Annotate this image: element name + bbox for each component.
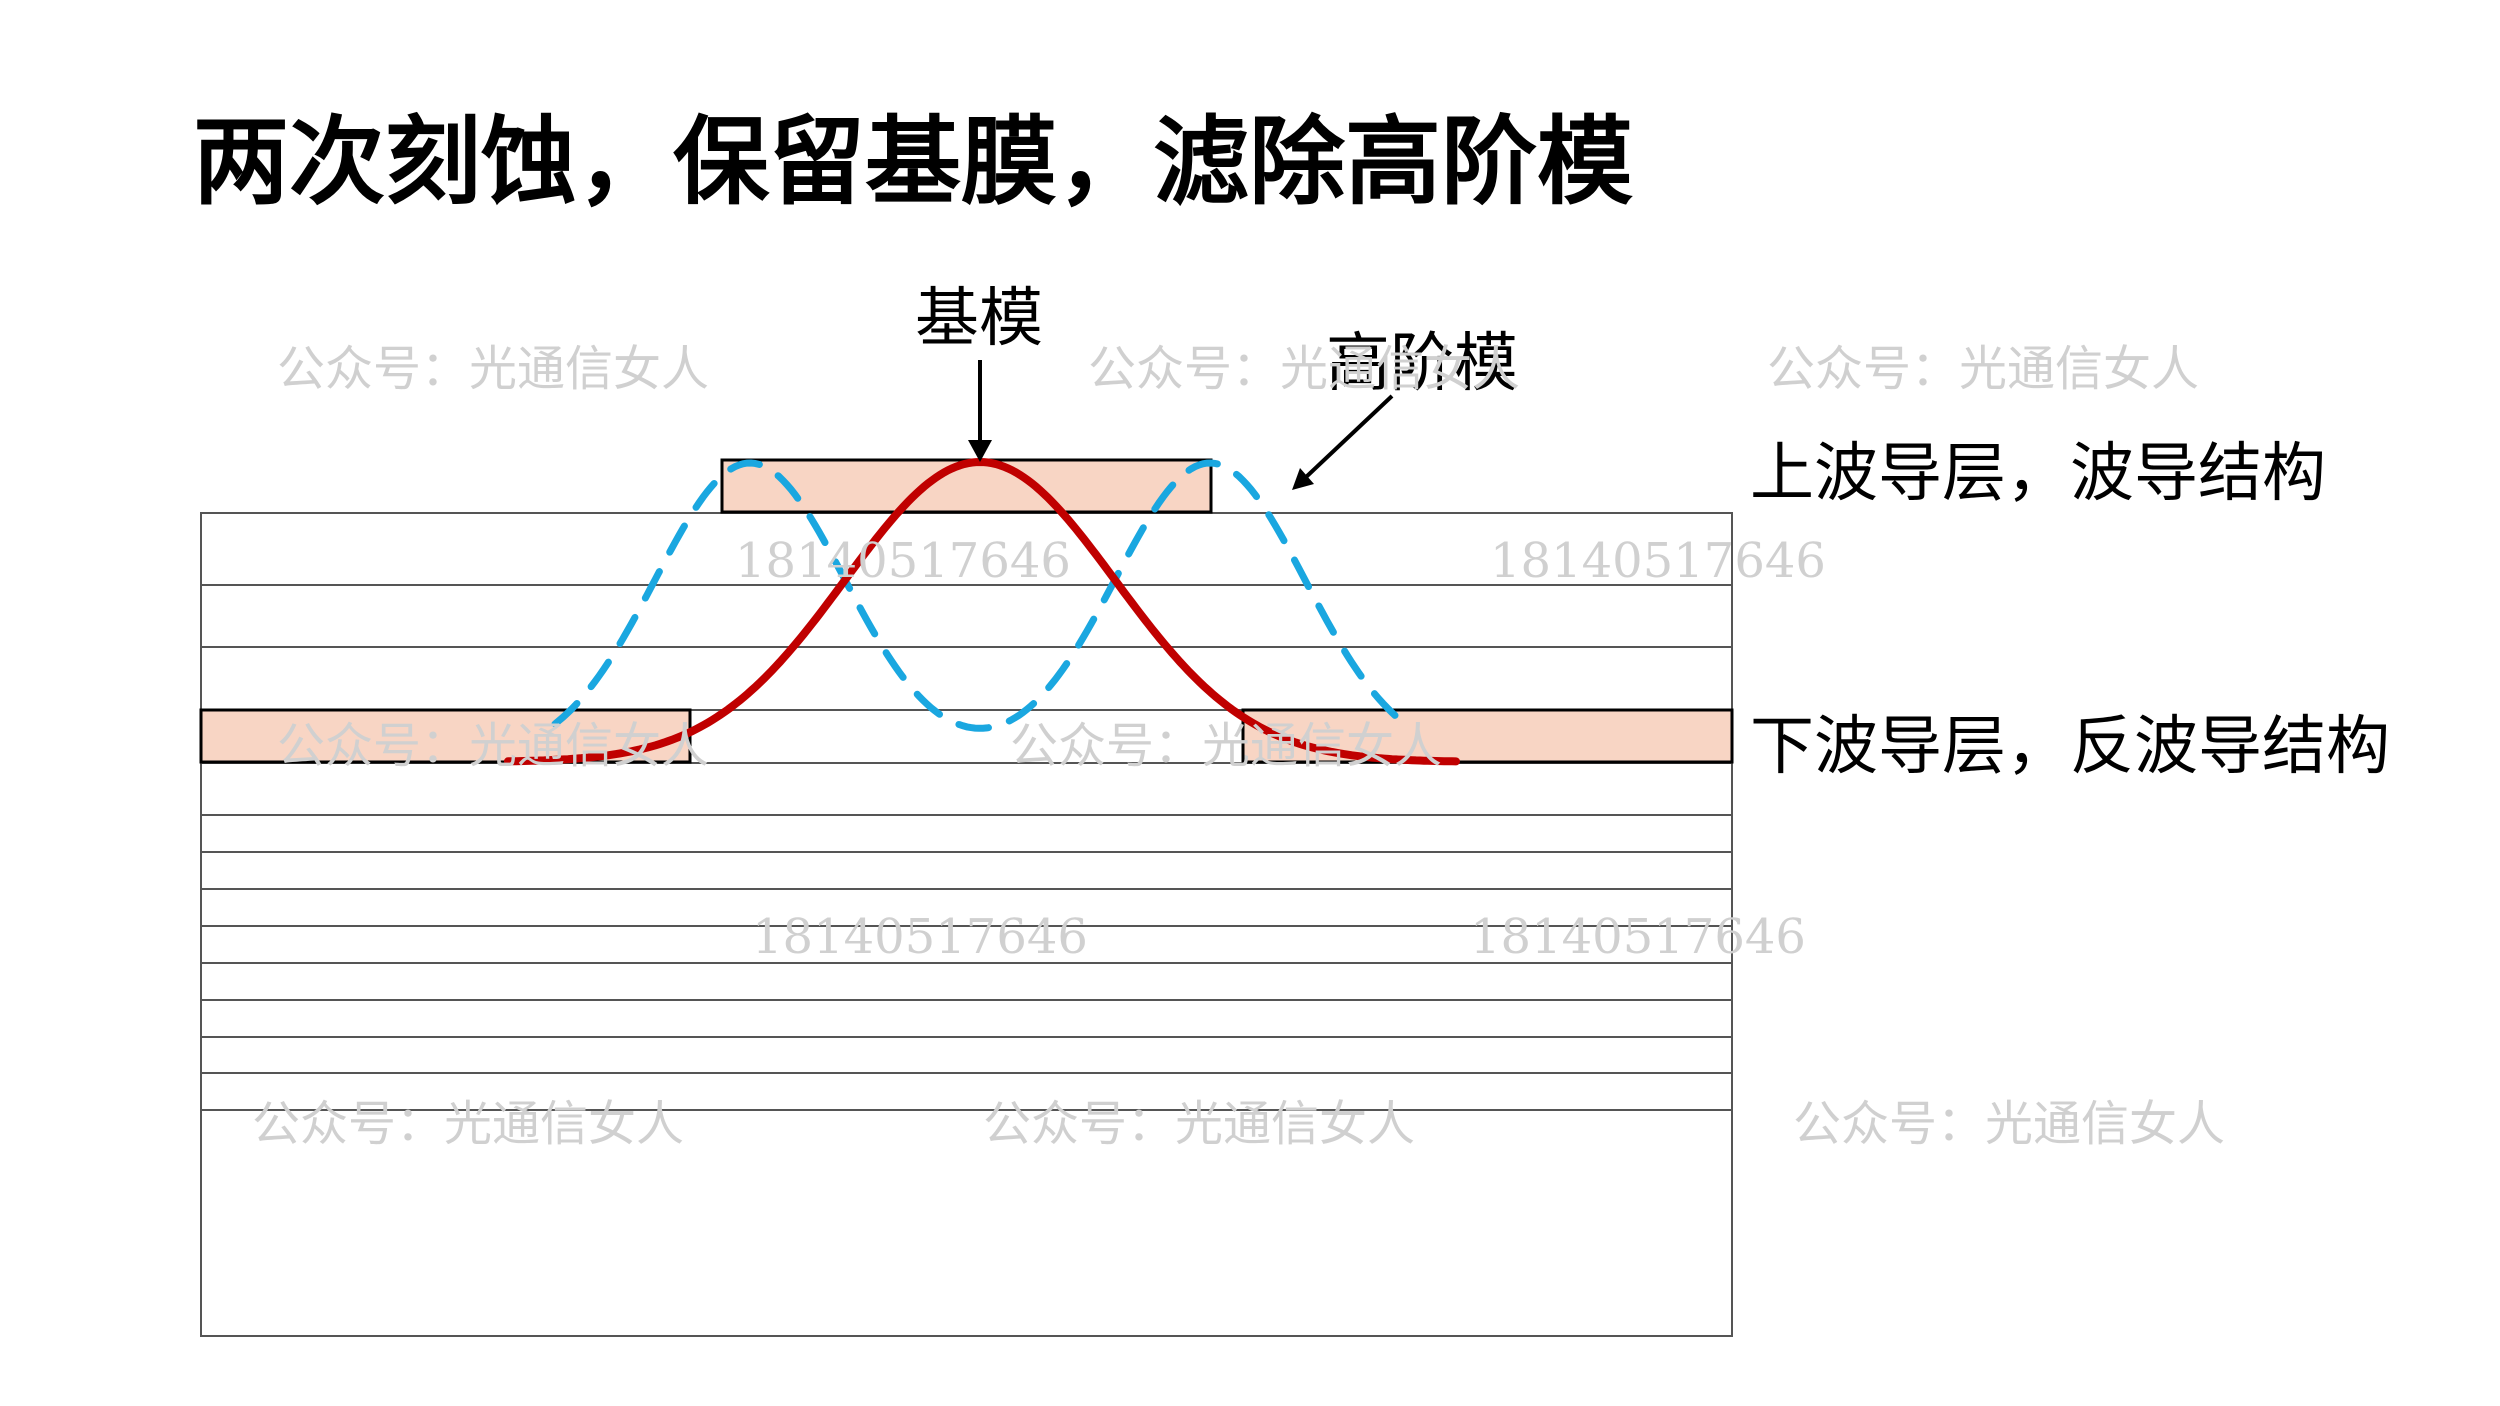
watermark-text: 公众号：光通信女人: [277, 718, 709, 774]
watermark-text: 18140517646: [1470, 909, 1806, 965]
higher-order-mode-curve: [551, 459, 1399, 732]
watermark-text: 公众号：光通信女人: [252, 1096, 684, 1152]
watermark-text: 公众号：光通信女人: [1088, 341, 1520, 397]
watermark-text: 18140517646: [752, 909, 1088, 965]
layer-lines: [201, 584, 1732, 1111]
fundamental-mode-curve: [504, 457, 1460, 766]
fundamental-mode-label: 基模: [915, 282, 1043, 356]
higher-order-mode-arrow: [1303, 394, 1394, 480]
higher-order-mode-arrowhead: [1292, 468, 1314, 490]
watermark-text: 公众号：光通信女人: [1767, 341, 2199, 397]
watermark-text: 公众号：光通信女人: [983, 1096, 1415, 1152]
substrate-block: [200, 512, 1733, 1337]
lower-layer-label: 下波导层，反波导结构: [1750, 710, 2390, 784]
higher-order-mode-label: 高阶模: [1326, 327, 1518, 401]
watermark-text: 公众号：光通信女人: [277, 341, 709, 397]
fundamental-mode-arrowhead: [968, 440, 992, 462]
watermark-text: 18140517646: [1490, 533, 1826, 589]
page-title: 两次刻蚀，保留基膜，滤除高阶模: [193, 106, 1633, 218]
watermark-text: 公众号：光通信女人: [1793, 1096, 2225, 1152]
upper-layer-label: 上波导层，波导结构: [1750, 437, 2326, 511]
watermark-text: 18140517646: [735, 533, 1071, 589]
watermarks: 公众号：光通信女人 公众号：光通信女人 公众号：光通信女人 1814051764…: [252, 341, 2225, 1152]
upper-waveguide-ridge: [720, 458, 1213, 514]
watermark-text: 公众号：光通信女人: [1010, 718, 1442, 774]
